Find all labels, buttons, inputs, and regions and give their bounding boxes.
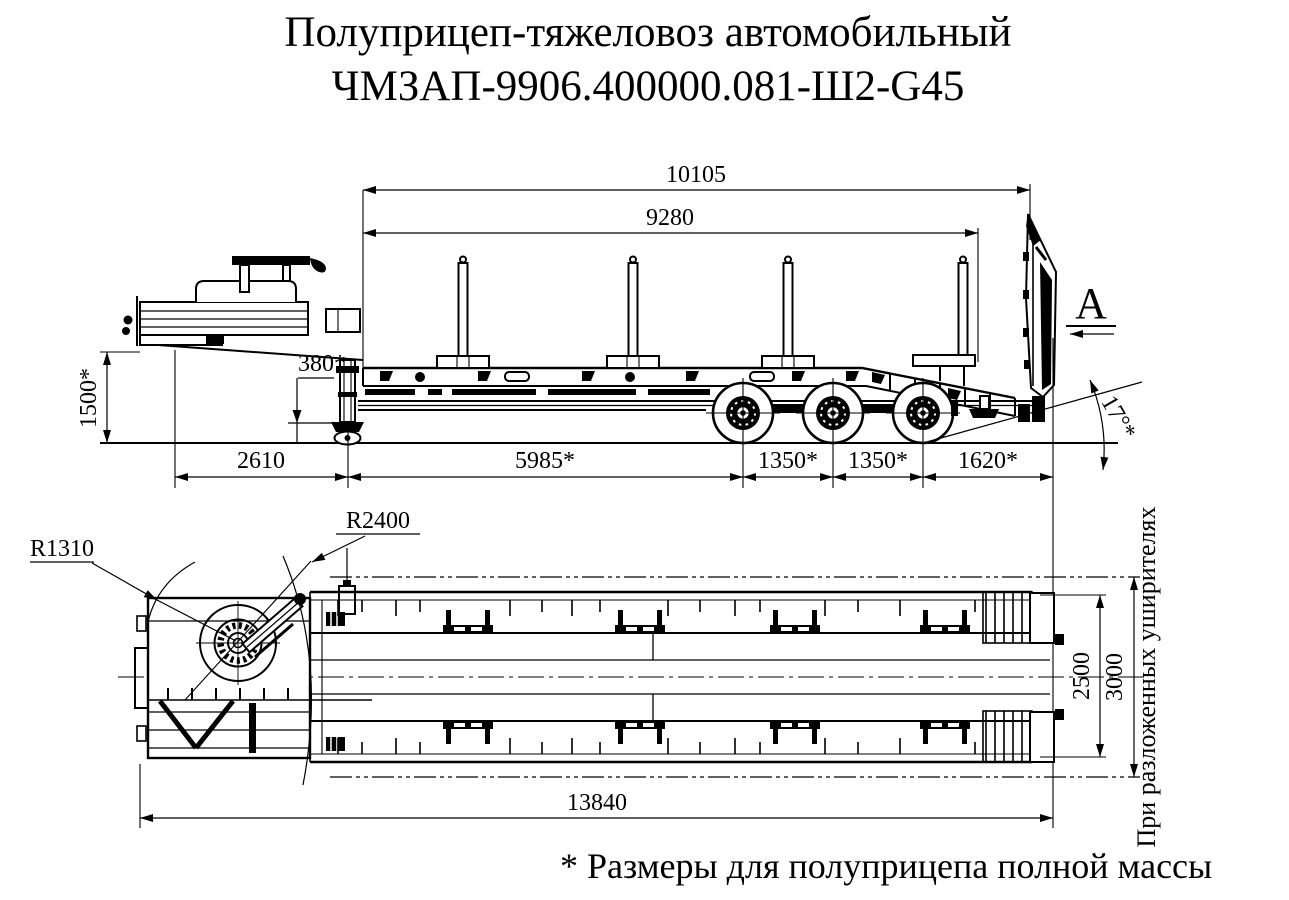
- dim-13840: 13840: [567, 790, 627, 816]
- dim-1500: 1500*: [76, 368, 102, 428]
- plan-view-dimensions: R1310 R2400 2500 3000 При разложенных уш…: [30, 507, 1161, 848]
- title-line-1: Полуприцеп-тяжеловоз автомобильный: [284, 9, 1011, 56]
- rear-support: [951, 395, 1045, 422]
- view-label: А: [1075, 279, 1107, 328]
- height-dimension: 1500*: [76, 352, 111, 443]
- stake: [912, 255, 976, 386]
- dim-1620: 1620*: [958, 448, 1018, 474]
- view-arrow-A: А: [1066, 279, 1116, 338]
- extension-lines: [100, 184, 1054, 828]
- radius-line-r2400: [184, 560, 312, 701]
- crane-beam: [232, 256, 310, 265]
- stake-pocket: [615, 610, 665, 633]
- stakes: [436, 255, 976, 386]
- stake-pocket: [615, 721, 665, 744]
- dim-5985: 5985*: [515, 448, 575, 474]
- rear-wideners: [982, 591, 1064, 763]
- radius-labels: R1310 R2400: [30, 508, 420, 642]
- rail-ticks-top: [337, 600, 976, 616]
- width-dimensions: 2500 3000 При разложенных уширителях: [1040, 507, 1161, 848]
- hydraulic-cylinder: [241, 593, 306, 659]
- gooseneck-taper: [157, 344, 364, 361]
- stake-pocket: [443, 721, 493, 744]
- arc-r1310: [147, 561, 196, 623]
- widener-rollers: [326, 612, 345, 751]
- overall-length-dimension: 13840: [139, 764, 1053, 828]
- gooseneck-side: [122, 256, 364, 361]
- width-note: При разложенных уширителях: [1132, 507, 1161, 848]
- loading-ramp: [1023, 213, 1058, 399]
- stake: [761, 255, 815, 369]
- suspension: [770, 404, 896, 413]
- stake-pocket: [770, 610, 820, 633]
- stake: [606, 255, 660, 369]
- title-line-2: ЧМЗАП-9906.400000.081-Ш2-G45: [332, 63, 965, 110]
- rail-ticks-bottom: [337, 738, 976, 754]
- dim-1350-2: 1350*: [848, 448, 908, 474]
- stake-pocket: [920, 721, 970, 744]
- gooseneck-plan: [134, 548, 372, 786]
- deck-plan: [309, 590, 1064, 764]
- dim-380: 380*: [298, 351, 346, 377]
- stake-pocket: [443, 610, 493, 633]
- stake-pockets-bottom: [443, 721, 970, 744]
- footnote: * Размеры для полуприцепа полной массы: [560, 846, 1212, 886]
- stake-pocket: [770, 721, 820, 744]
- bottom-dimension-chain: 2610 5985* 1350* 1350* 1620*: [175, 448, 1053, 481]
- dim-2610: 2610: [237, 448, 285, 474]
- dim-17deg: 17°*: [1095, 391, 1140, 443]
- side-view-dimensions: 10105 9280 2610 5985* 1350* 1350* 1620* …: [76, 162, 1143, 828]
- dim-r1310: R1310: [30, 536, 94, 562]
- v-brace: [158, 699, 235, 750]
- stake-pockets-top: [443, 610, 970, 633]
- dim-r2400: R2400: [346, 508, 410, 534]
- dim-1350-1: 1350*: [758, 448, 818, 474]
- gooseneck-step-dimension: 380*: [288, 351, 346, 443]
- plan-view: [118, 548, 1148, 786]
- stake-pocket: [920, 610, 970, 633]
- side-view: [100, 213, 1118, 446]
- dim-2500: 2500: [1069, 652, 1095, 700]
- dim-9280: 9280: [646, 205, 694, 231]
- title-block: Полуприцеп-тяжеловоз автомобильный ЧМЗАП…: [284, 9, 1011, 110]
- stake: [436, 255, 490, 369]
- dim-10105: 10105: [666, 162, 726, 188]
- crane-hook: [310, 258, 326, 273]
- dim-3000: 3000: [1102, 653, 1128, 701]
